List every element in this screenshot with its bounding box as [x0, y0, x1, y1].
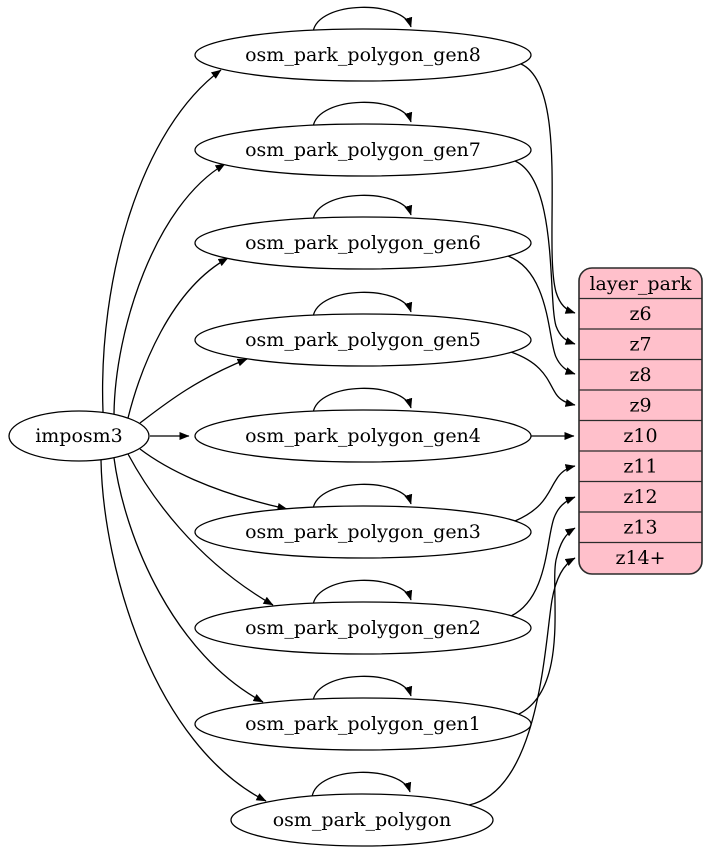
- node-osm_park_polygon_gen2: osm_park_polygon_gen2: [194, 601, 532, 655]
- edge-gen3-to-z11: [514, 464, 576, 522]
- edge-imposm3-to-gen7: [113, 163, 226, 415]
- edge-polygon-to-z14plus: [468, 557, 576, 806]
- row-z9: z9: [629, 395, 651, 417]
- node-osm_park_polygon_gen3: osm_park_polygon_gen3: [194, 505, 532, 559]
- node-osm_park_polygon_gen1: osm_park_polygon_gen1: [194, 697, 532, 751]
- gen8-label: osm_park_polygon_gen8: [245, 44, 481, 66]
- row-z10: z10: [623, 425, 657, 447]
- self-loop-gen2: [312, 579, 413, 606]
- node-imposm3: imposm3: [8, 410, 150, 462]
- self-loop-gen4: [312, 387, 413, 414]
- row-z13: z13: [623, 517, 657, 539]
- edge-gen8-to-z6: [520, 63, 576, 314]
- imposm3-ellipse: [8, 410, 150, 462]
- edge-imposm3-to-gen5: [139, 358, 248, 424]
- edge-imposm3-to-gen1: [113, 457, 264, 703]
- self-loop-gen1: [312, 675, 413, 702]
- self-loop-gen5: [312, 291, 413, 318]
- row-z14plus: z14+: [615, 547, 665, 569]
- edge-gen2-to-z12: [510, 496, 576, 617]
- imposm3-label: imposm3: [35, 425, 123, 447]
- gen2-label: osm_park_polygon_gen2: [245, 617, 481, 639]
- row-z7: z7: [629, 334, 651, 356]
- gen1-label: osm_park_polygon_gen1: [245, 713, 481, 735]
- edge-gen6-to-z8: [507, 255, 576, 375]
- gen8-ellipse: [194, 28, 532, 82]
- layer-park-title: layer_park: [589, 273, 692, 295]
- edge-imposm3-to-polygon: [100, 459, 267, 802]
- edge-gen5-to-z9: [510, 351, 576, 407]
- gen3-ellipse: [194, 505, 532, 559]
- gen2-ellipse: [194, 601, 532, 655]
- row-z8: z8: [629, 364, 651, 386]
- gen7-ellipse: [194, 123, 532, 177]
- self-loop-gen3: [312, 483, 413, 510]
- row-z6: z6: [629, 303, 651, 325]
- edge-imposm3-to-gen3: [139, 448, 288, 511]
- row-z11: z11: [623, 456, 657, 478]
- polygon-label: osm_park_polygon: [273, 809, 452, 831]
- self-loop-gen6: [312, 194, 413, 221]
- edge-imposm3-to-gen2: [127, 453, 274, 606]
- self-loop-gen8: [312, 6, 413, 33]
- gen5-ellipse: [194, 313, 532, 367]
- edge-group: [100, 6, 576, 806]
- row-z12: z12: [623, 486, 657, 508]
- node-layer_park: layer_park z6 z7 z8 z9 z10 z11 z12 z13 z…: [578, 267, 703, 575]
- gen4-ellipse: [194, 409, 532, 463]
- gen7-label: osm_park_polygon_gen7: [245, 139, 481, 161]
- gen5-label: osm_park_polygon_gen5: [245, 329, 481, 351]
- node-osm_park_polygon_gen4: osm_park_polygon_gen4: [194, 409, 532, 463]
- self-loop-gen7: [312, 101, 413, 128]
- gen1-ellipse: [194, 697, 532, 751]
- gen6-label: osm_park_polygon_gen6: [245, 232, 481, 254]
- node-osm_park_polygon_gen8: osm_park_polygon_gen8: [194, 28, 532, 82]
- gen6-ellipse: [194, 216, 532, 270]
- node-osm_park_polygon_gen7: osm_park_polygon_gen7: [194, 123, 532, 177]
- edge-imposm3-to-gen6: [127, 257, 229, 419]
- self-loop-polygon: [311, 771, 412, 798]
- gen3-label: osm_park_polygon_gen3: [245, 521, 481, 543]
- edge-imposm3-to-gen8: [101, 69, 222, 413]
- node-osm_park_polygon_gen6: osm_park_polygon_gen6: [194, 216, 532, 270]
- gen4-label: osm_park_polygon_gen4: [245, 425, 481, 447]
- edge-gen1-to-z13: [518, 527, 576, 715]
- node-osm_park_polygon_gen5: osm_park_polygon_gen5: [194, 313, 532, 367]
- polygon-ellipse: [230, 793, 494, 847]
- node-osm_park_polygon: osm_park_polygon: [230, 793, 494, 847]
- edge-gen7-to-z7: [514, 160, 576, 345]
